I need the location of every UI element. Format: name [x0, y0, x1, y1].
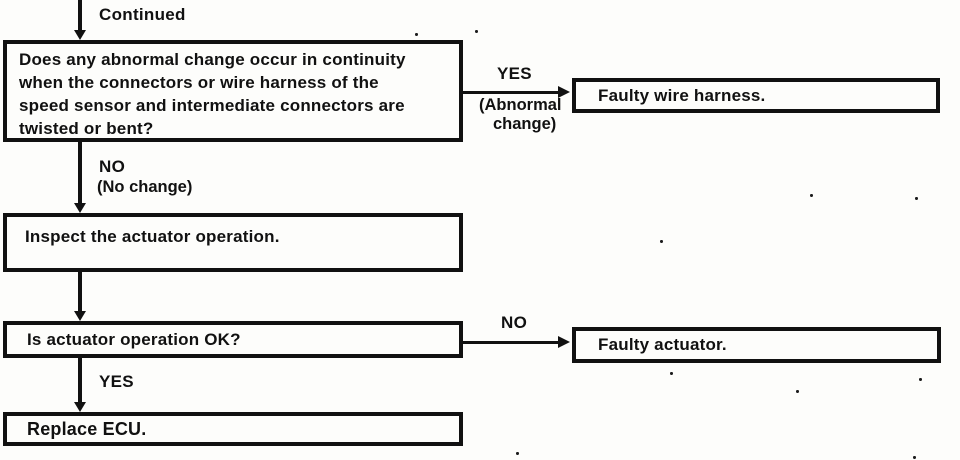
abnormal-change-note-line1: (Abnormal [479, 96, 562, 114]
inspect-actuator-text: Inspect the actuator operation. [25, 227, 280, 246]
scan-speck [516, 452, 519, 455]
actuator-no-arrowhead-icon [558, 336, 570, 348]
yes-branch-arrowhead-icon [558, 86, 570, 98]
scan-speck [670, 372, 673, 375]
continued-label: Continued [99, 5, 186, 24]
faulty-wire-harness-text: Faulty wire harness. [598, 85, 766, 105]
actuator-no-branch-line [463, 341, 559, 344]
replace-ecu-box: Replace ECU. [3, 412, 463, 446]
no-change-connector-line [78, 142, 82, 204]
entry-connector-line [78, 0, 82, 31]
abnormal-change-note-line2: change) [493, 115, 557, 133]
scan-speck [915, 197, 918, 200]
scan-speck [415, 33, 418, 36]
scan-speck [660, 240, 663, 243]
actuator-no-label: NO [501, 313, 528, 332]
scan-speck [919, 378, 922, 381]
faulty-wire-harness-box: Faulty wire harness. [572, 78, 940, 113]
faulty-actuator-box: Faulty actuator. [572, 327, 941, 363]
scan-speck [475, 30, 478, 33]
actuator-yes-connector-line [78, 358, 82, 403]
faulty-actuator-text: Faulty actuator. [598, 335, 727, 354]
no-change-arrowhead-icon [74, 203, 86, 213]
no-change-note: (No change) [97, 178, 193, 196]
inspect-actuator-box: Inspect the actuator operation. [3, 213, 463, 272]
scan-speck [796, 390, 799, 393]
scan-speck [810, 194, 813, 197]
scan-speck [913, 456, 916, 459]
yes-branch-line [463, 91, 559, 94]
question-line: Does any abnormal change occur in contin… [19, 50, 406, 69]
actuator-yes-label: YES [99, 372, 134, 391]
question-line: twisted or bent? [19, 119, 154, 138]
question-line: speed sensor and intermediate connectors… [19, 96, 405, 115]
entry-arrowhead-icon [74, 30, 86, 40]
no-change-label: NO [99, 157, 126, 176]
inspect-to-ok-arrowhead-icon [74, 311, 86, 321]
continuity-question-box: Does any abnormal change occur in contin… [3, 40, 463, 142]
replace-ecu-text: Replace ECU. [27, 418, 147, 439]
question-line: when the connectors or wire harness of t… [19, 73, 379, 92]
actuator-ok-question-text: Is actuator operation OK? [27, 329, 241, 349]
actuator-yes-arrowhead-icon [74, 402, 86, 412]
actuator-ok-question-box: Is actuator operation OK? [3, 321, 463, 358]
inspect-to-ok-connector-line [78, 272, 82, 312]
yes-branch-label: YES [497, 64, 532, 83]
abnormal-change-note: (Abnormal change) [479, 96, 562, 134]
